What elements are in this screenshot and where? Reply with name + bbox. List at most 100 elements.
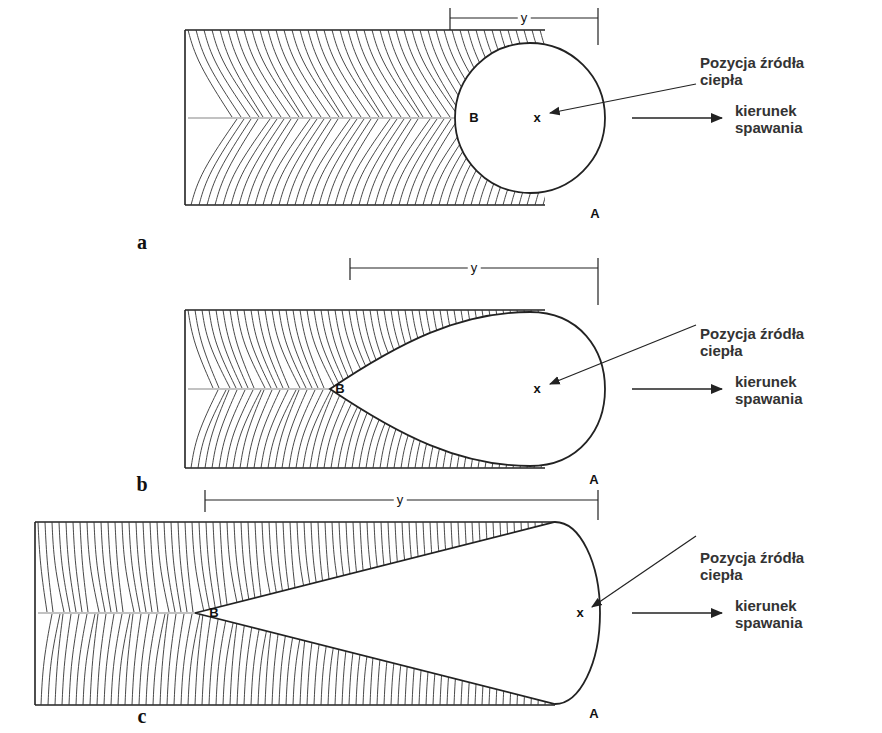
grain-stroke [45, 522, 53, 612]
grain-stroke [383, 119, 430, 205]
grain-stroke [284, 30, 330, 117]
grain-stroke [230, 310, 254, 388]
direction-note: kierunek spawania [735, 598, 855, 631]
grain-stroke [171, 522, 181, 612]
point-label: B [469, 111, 478, 125]
grain-stroke [207, 119, 251, 205]
grain-stroke [300, 30, 343, 117]
grain-stroke [332, 30, 379, 117]
grain-stroke [101, 522, 111, 612]
grain-stroke [289, 390, 315, 468]
grain-stroke [356, 30, 401, 117]
grain-stroke [399, 119, 444, 205]
panel-letter: c [138, 705, 147, 727]
grain-stroke [220, 30, 263, 117]
point-label: A [590, 207, 599, 221]
grain-stroke [209, 614, 219, 705]
grain-stroke [204, 30, 250, 117]
grain-stroke [41, 614, 52, 705]
grain-stroke [404, 30, 450, 117]
grain-stroke [324, 30, 370, 117]
grain-stroke [55, 614, 63, 705]
grain-stroke [90, 614, 98, 705]
grain-stroke [236, 30, 281, 117]
grain-stroke [188, 310, 213, 388]
grain-stroke [136, 522, 146, 612]
grain-stroke [240, 390, 264, 468]
grain-stroke [271, 119, 317, 205]
grain-stroke [181, 614, 192, 705]
grain-stroke [195, 614, 203, 705]
grain-stroke [239, 119, 284, 205]
grain-stroke [199, 119, 244, 205]
grain-stroke [216, 310, 242, 388]
grain-stroke [115, 522, 123, 612]
grain-stroke [150, 522, 158, 612]
grain-stroke [308, 30, 352, 117]
grain-stroke [233, 390, 261, 468]
grain-stroke [412, 30, 459, 117]
grain-stroke [295, 119, 338, 205]
grain-stroke [104, 614, 114, 705]
source-mark: x [533, 382, 540, 396]
grain-stroke [311, 119, 357, 205]
grain-stroke [198, 390, 226, 468]
grain-stroke [234, 522, 245, 612]
grain-stroke [265, 310, 289, 388]
grain-stroke [348, 30, 392, 117]
grain-stroke [364, 30, 410, 117]
grain-stroke [212, 390, 237, 468]
dimension-line [205, 8, 598, 520]
grain-stroke [80, 522, 88, 612]
heat-source-note: Pozycja źródła ciepła [700, 550, 830, 583]
direction-note: kierunek spawania [735, 103, 855, 136]
grain-stroke [367, 119, 411, 205]
grain-stroke [205, 390, 229, 468]
grain-stroke [254, 390, 280, 468]
grain-stroke [223, 119, 270, 205]
grain-stroke [111, 614, 122, 705]
heat-source-note: Pozycja źródła ciepła [700, 55, 830, 88]
grain-stroke [160, 614, 168, 705]
grain-stroke [300, 310, 324, 388]
point-label: B [335, 382, 344, 396]
grain-stroke [319, 119, 364, 205]
point-label: B [209, 606, 218, 620]
grain-stroke [237, 310, 265, 388]
source-mark: x [576, 606, 583, 620]
grain-stroke [307, 310, 335, 388]
grain-stroke [372, 30, 419, 117]
grain-stroke [69, 614, 79, 705]
grain-stroke [216, 614, 227, 705]
grain-stroke [220, 522, 228, 612]
weld-pool [195, 43, 605, 704]
grain-stroke [66, 522, 76, 612]
grain-stroke [292, 30, 339, 117]
direction-note: kierunek spawania [735, 374, 855, 407]
dimension-label: y [518, 11, 531, 25]
grain-stroke [260, 30, 303, 117]
heat-source-note: Pozycja źródła ciepła [700, 326, 830, 359]
grain-stroke [247, 119, 291, 205]
grain-stroke [76, 614, 87, 705]
grain-stroke [396, 30, 441, 117]
grain-stroke [407, 119, 451, 205]
grain-stroke [380, 30, 423, 117]
grain-stroke [391, 119, 437, 205]
grain-stroke [279, 119, 324, 205]
grain-stroke [219, 390, 245, 468]
grain-stroke [146, 614, 157, 705]
grain-stroke [195, 310, 219, 388]
grain-stroke [174, 614, 184, 705]
panel-letter: a [137, 231, 147, 253]
grain-stroke [202, 310, 230, 388]
grain-stroke [199, 522, 210, 612]
grain-stroke [286, 310, 312, 388]
grain-stroke [258, 310, 283, 388]
grain-stroke [228, 30, 272, 117]
grain-stroke [375, 119, 418, 205]
grain-stroke [321, 310, 347, 388]
grain-stroke [351, 119, 397, 205]
grain-stroke [335, 119, 378, 205]
grain-stroke [327, 119, 371, 205]
